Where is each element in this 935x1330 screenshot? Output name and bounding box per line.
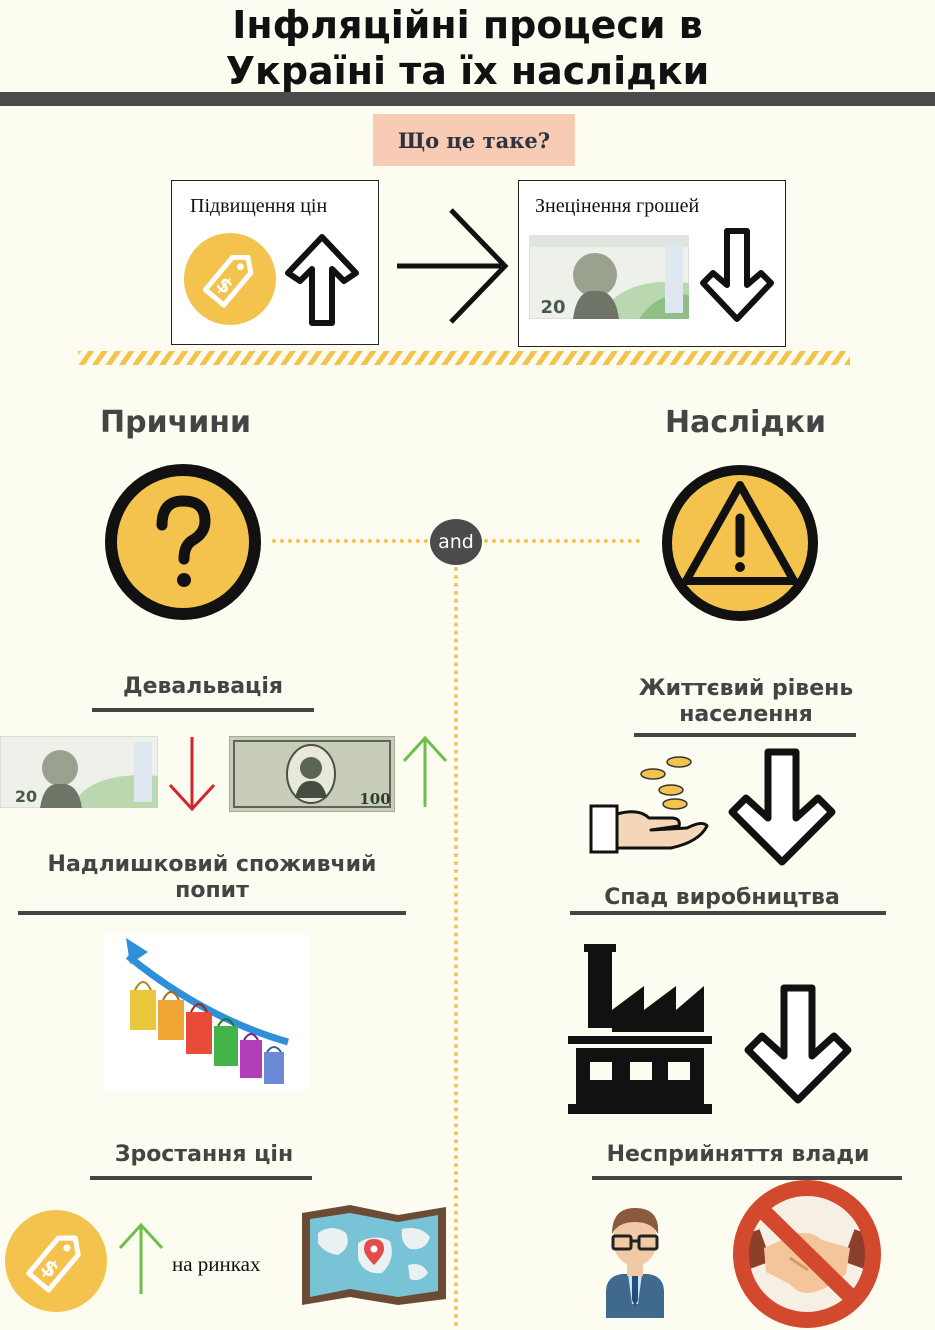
price-increase-box: Підвищення цін $ — [171, 180, 379, 345]
dollar-value: 100 — [359, 790, 390, 808]
connector-line-right — [484, 539, 640, 543]
connector-line-left — [272, 539, 428, 543]
dollar-banknote-icon: 100 — [229, 736, 395, 812]
living-standard-label: Життєвий рівень населення — [600, 676, 892, 728]
devaluation-underline — [92, 708, 314, 712]
arrow-down-red-icon — [166, 733, 218, 813]
map-icon — [298, 1203, 450, 1307]
arrow-right-icon — [393, 206, 511, 326]
what-is-it-label: Що це таке? — [373, 114, 575, 166]
causes-heading: Причини — [100, 405, 251, 440]
power-rejection-label: Несприйняття влади — [606, 1142, 870, 1167]
living-standard-underline — [634, 733, 856, 737]
hryvnia-banknote-icon: 20 — [0, 736, 158, 808]
arrow-down-icon-3 — [742, 984, 854, 1106]
warning-icon — [660, 463, 820, 623]
question-icon — [104, 463, 262, 621]
title-divider — [0, 92, 935, 106]
and-badge: and — [430, 519, 482, 565]
excess-demand-label: Надлишковий споживчий попит — [14, 852, 410, 904]
living-standard-line-1: Життєвий рівень — [638, 676, 854, 701]
banknote-value: 20 — [540, 297, 565, 318]
price-growth-label: Зростання цін — [114, 1142, 294, 1167]
hand-coins-icon — [587, 752, 711, 856]
money-devaluation-label: Знецінення грошей — [535, 195, 700, 217]
arrow-up-green-icon — [400, 735, 450, 811]
devaluation-label: Девальвація — [122, 674, 284, 699]
money-devaluation-box: Знецінення грошей 20 — [518, 180, 786, 347]
markets-label: на ринках — [172, 1252, 261, 1276]
page-title: Інфляційні процеси в Україні та їх наслі… — [0, 2, 935, 94]
consequences-heading: Наслідки — [665, 405, 827, 440]
title-line-1: Інфляційні процеси в — [232, 3, 703, 47]
shopping-bags-chart-icon — [104, 934, 310, 1090]
living-standard-line-2: населення — [679, 702, 813, 727]
factory-icon — [568, 940, 712, 1116]
power-rejection-underline — [592, 1176, 902, 1180]
excess-demand-line-2: попит — [175, 878, 249, 903]
production-decline-underline — [570, 911, 886, 915]
hryvnia-value: 20 — [15, 787, 37, 806]
price-tag-icon-small: $ — [5, 1210, 107, 1312]
price-increase-label: Підвищення цін — [190, 195, 328, 217]
banknote-icon: 20 — [529, 235, 689, 319]
excess-demand-underline — [18, 911, 406, 915]
price-growth-underline — [90, 1176, 312, 1180]
center-divider — [454, 567, 458, 1327]
no-handshake-icon — [730, 1178, 884, 1330]
section-divider — [78, 351, 850, 365]
arrow-up-icon — [284, 233, 360, 327]
arrow-down-icon-2 — [728, 748, 836, 866]
arrow-down-icon — [699, 227, 775, 323]
excess-demand-line-1: Надлишковий споживчий — [47, 852, 377, 877]
person-icon — [598, 1200, 672, 1318]
arrow-up-green-icon-2 — [116, 1222, 166, 1298]
price-tag-icon: $ — [184, 233, 276, 325]
title-line-2: Україні та їх наслідки — [225, 49, 710, 93]
production-decline-label: Спад виробництва — [604, 885, 840, 910]
